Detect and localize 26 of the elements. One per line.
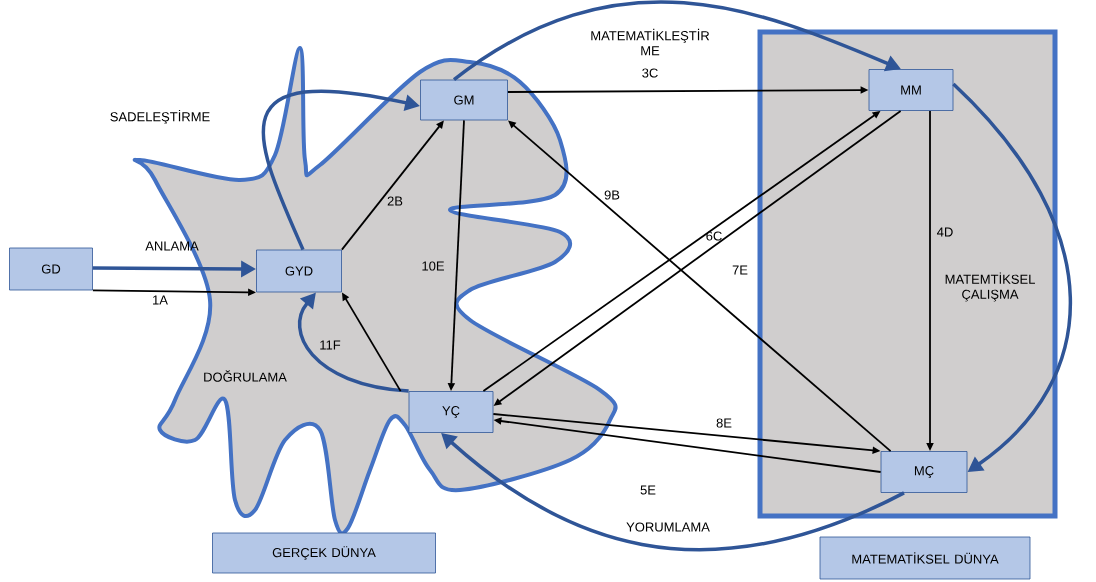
process-box: YÇ	[408, 391, 494, 433]
edge-label: 6C	[706, 231, 722, 241]
edge-label: 11F	[320, 340, 341, 350]
process-box: MM	[868, 69, 954, 111]
edge-label: 3C	[642, 68, 658, 78]
process-box: MÇ	[880, 451, 968, 493]
edge-label: 10E	[422, 261, 444, 271]
process-box: GYD	[256, 249, 342, 293]
edge-label: YORUMLAMA	[624, 520, 712, 534]
edge-label: MATEMATİKLEŞTİR ME	[591, 28, 710, 56]
edge-label: 4D	[937, 227, 953, 237]
arrow	[508, 120, 892, 452]
process-box: GM	[420, 79, 508, 121]
process-box: GD	[9, 247, 93, 291]
curved-arrow	[952, 82, 1073, 472]
edge-label: 1A	[153, 295, 168, 305]
edge-label: 9B	[604, 190, 620, 200]
edge-label: SADELEŞTİRME	[107, 108, 213, 126]
edge-label: 8E	[716, 418, 732, 428]
process-label: MATEMTİKSEL ÇALIŞMA	[945, 272, 1035, 302]
world-label-box: MATEMATİKSEL DÜNYA	[819, 536, 1031, 580]
edge-label: 5E	[640, 485, 656, 495]
edge-label: 2B	[387, 196, 403, 206]
world-label-box: GERÇEK DÜNYA	[212, 532, 436, 574]
edge-label: DOĞRULAMA	[204, 370, 287, 382]
edge-label: 7E	[732, 265, 748, 275]
